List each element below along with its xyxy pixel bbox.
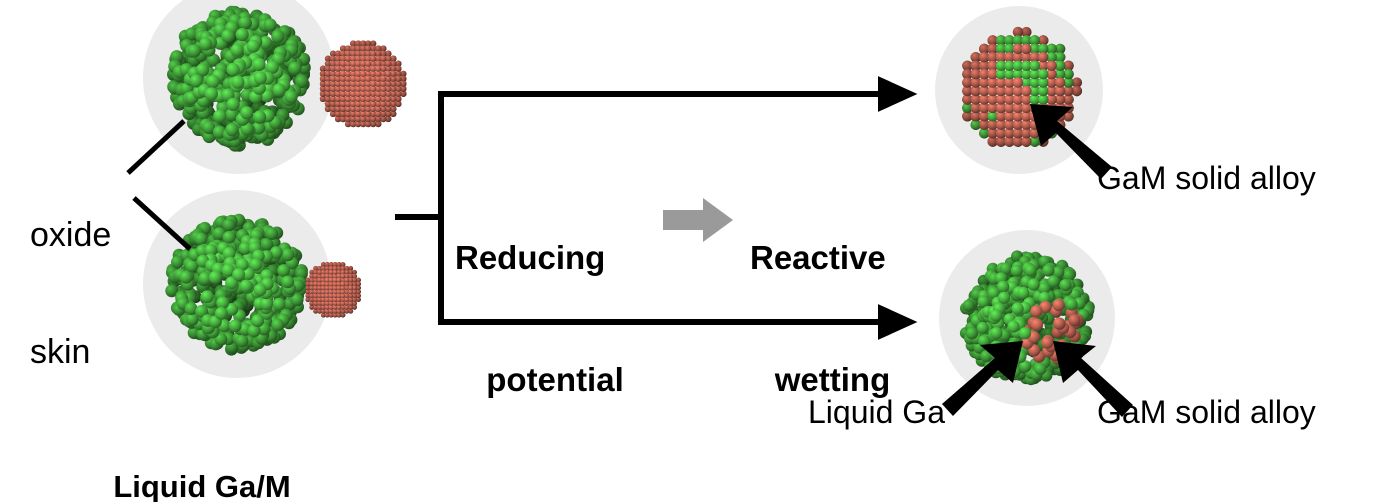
gam-alloy-top-label: GaM solid alloy xyxy=(1097,160,1316,197)
reactive-label-line2: wetting xyxy=(750,361,915,399)
nanoparticle-precursor-top-ga xyxy=(165,4,313,152)
liquid-ga-label: Liquid Ga xyxy=(808,394,945,431)
precursor-caption-line1: Liquid Ga/M xyxy=(22,469,382,502)
precursor-caption: Liquid Ga/M nanoparticle precursors xyxy=(22,398,382,502)
nanoparticle-product-top-alloy xyxy=(953,24,1085,156)
reactive-label-line1: Reactive xyxy=(750,239,915,277)
nanoparticle-precursor-bottom-metal xyxy=(301,258,365,322)
reducing-potential-label: Reducing potential xyxy=(455,163,655,475)
nanoparticle-precursor-top-metal xyxy=(314,37,410,133)
oxide-label-line1: oxide xyxy=(30,216,111,255)
nanoparticle-precursor-bottom-ga xyxy=(165,212,309,356)
oxide-label-line2: skin xyxy=(30,333,111,372)
gam-alloy-bottom-label: GaM solid alloy xyxy=(1097,394,1316,431)
reducing-label-line1: Reducing xyxy=(455,239,655,277)
nanoparticle-product-bottom-janus xyxy=(959,250,1095,386)
reducing-label-line2: potential xyxy=(455,361,655,399)
reactive-wetting-block-arrow xyxy=(663,198,733,242)
reactive-wetting-label: Reactive wetting xyxy=(750,163,915,475)
oxide-skin-label: oxide skin xyxy=(30,138,111,451)
